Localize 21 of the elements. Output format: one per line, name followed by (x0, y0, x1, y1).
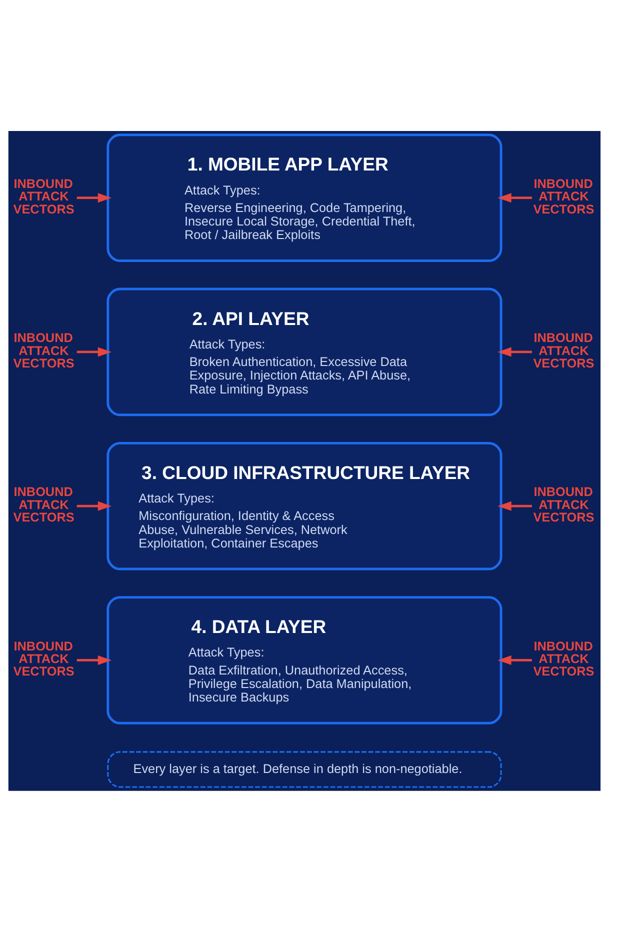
arrow (76, 654, 112, 664)
node-box: 1. MOBILE APP LAYER Attack Types: Reverse Engineering, Code Tampering, Insecure Local Storage, Credential Theft, Root / Jailbreak Exploits (106, 133, 502, 262)
arrow (76, 500, 112, 510)
node-text: INBOUND ATTACK VECTORS (533, 638, 594, 678)
arrow (498, 654, 532, 664)
arrow (498, 500, 532, 510)
node-text: INBOUND ATTACK VECTORS (13, 484, 74, 524)
node-text: INBOUND ATTACK VECTORS (13, 176, 74, 216)
node-text: INBOUND ATTACK VECTORS (13, 330, 74, 370)
node-box: 2. API LAYER Attack Types: Broken Authentication, Excessive Data Exposure, Injection Attacks, API Abuse, Rate Limiting Bypass (106, 287, 502, 416)
arrow (498, 346, 532, 356)
node-text: INBOUND ATTACK VECTORS (533, 484, 594, 524)
arrow (76, 346, 112, 356)
node-box: Every layer is a target. Defense in depth is non-negotiable. (107, 750, 502, 788)
node-box: 3. CLOUD INFRASTRUCTURE LAYER Attack Types: Misconfiguration, Identity & Access Abuse, Vulnerable Services, Network Exploitation, Container Escapes (106, 441, 502, 570)
node-text: INBOUND ATTACK VECTORS (533, 176, 594, 216)
arrow (76, 192, 112, 202)
node-box: 4. DATA LAYER Attack Types: Data Exfiltration, Unauthorized Access, Privilege Escalation, Data Manipulation, Insecure Backups (106, 596, 502, 724)
node-text: INBOUND ATTACK VECTORS (533, 330, 594, 370)
arrow (498, 192, 532, 202)
node-text: INBOUND ATTACK VECTORS (13, 638, 74, 678)
